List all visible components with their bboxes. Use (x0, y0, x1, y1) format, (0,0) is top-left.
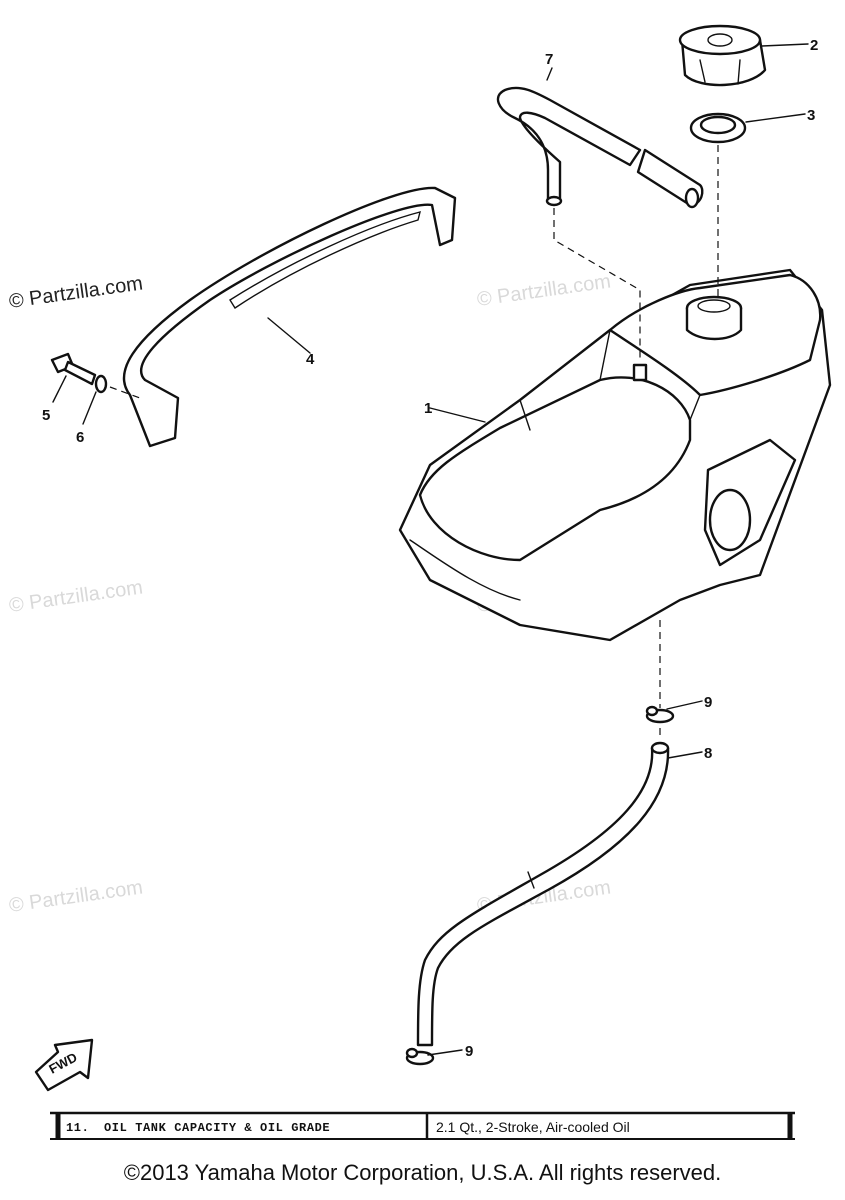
callout-9: 9 (465, 1043, 473, 1060)
washer (94, 374, 108, 394)
callout-7: 7 (545, 51, 553, 68)
oil-tank (398, 268, 832, 642)
callout-4: 4 (306, 351, 315, 368)
callout-2: 2 (810, 37, 818, 54)
watermark-faint: © Partzilla.com (476, 270, 613, 311)
watermark-faint: © Partzilla.com (8, 576, 145, 617)
mounting-bracket (122, 186, 457, 448)
forward-arrow-icon: FWD (34, 1038, 94, 1092)
oil-tank-cap (678, 24, 767, 87)
callout-8: 8 (704, 745, 712, 762)
cap-gasket (689, 112, 747, 144)
bolt (50, 352, 97, 386)
spec-item: OIL TANK CAPACITY & OIL GRADE (104, 1121, 330, 1135)
spec-table: 11. OIL TANK CAPACITY & OIL GRADE 2.1 Qt… (50, 1111, 795, 1140)
callout-5: 5 (42, 407, 50, 424)
oil-feed-hose (416, 741, 670, 1047)
watermark-main: © Partzilla.com (8, 272, 145, 313)
watermark-faint: © Partzilla.com (8, 876, 145, 917)
spec-number: 11. (66, 1121, 89, 1135)
copyright-notice: ©2013 Yamaha Motor Corporation, U.S.A. A… (123, 1160, 722, 1185)
spec-value: 2.1 Qt., 2-Stroke, Air-cooled Oil (436, 1119, 630, 1135)
hose-clamp-upper (645, 705, 675, 724)
breather-hose (496, 86, 704, 209)
callout-3: 3 (807, 107, 815, 124)
callout-9: 9 (704, 694, 712, 711)
callout-6: 6 (76, 429, 84, 446)
callout-1: 1 (424, 400, 432, 417)
hose-clamp-lower (405, 1047, 435, 1066)
